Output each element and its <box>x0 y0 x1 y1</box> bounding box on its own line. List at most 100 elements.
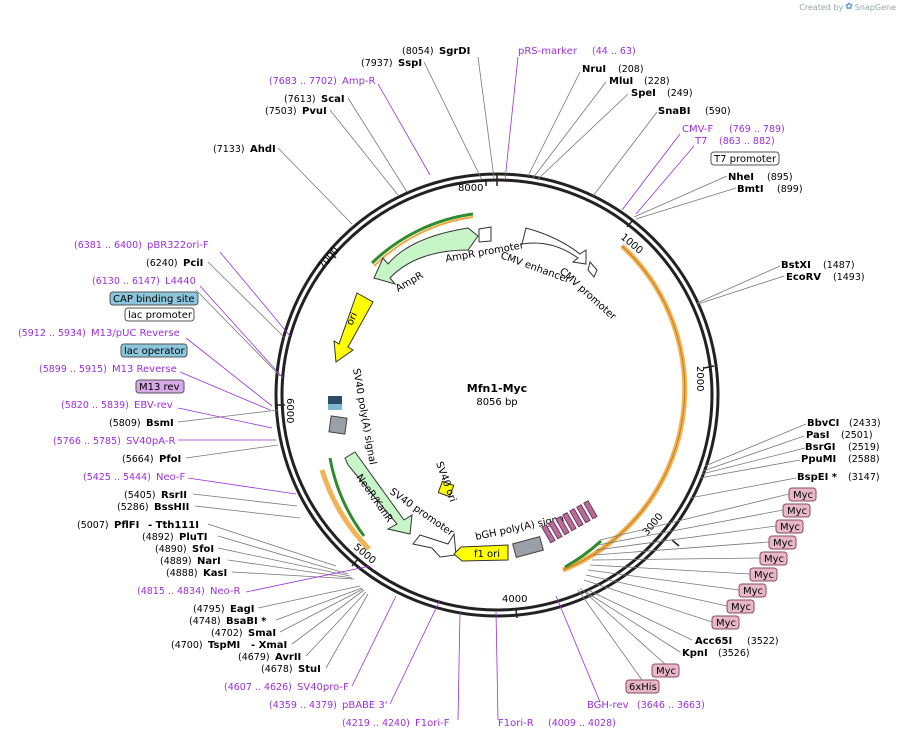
primer-neo-r-range: (4815 .. 4834) <box>137 586 205 597</box>
site-nhei: NheI <box>728 172 754 183</box>
cmv-enhancer-arrow <box>521 227 587 265</box>
myc-leader-lines <box>577 493 790 681</box>
lac-promoter-box: lac promoter <box>124 307 195 322</box>
cap-binding-box: CAP binding site <box>109 291 199 306</box>
primer-sv40pa-r-range: (5766 .. 5785) <box>53 436 121 447</box>
primer-f1ori-f: F1ori-F <box>415 718 450 729</box>
site-pvui: PvuI <box>302 106 327 117</box>
primer-prs-marker-range: (44 .. 63) <box>592 46 636 57</box>
site-pflfi-pos: (5007) <box>77 520 109 531</box>
ampr-arrow <box>373 227 479 285</box>
site-ecorv: EcoRV <box>786 272 821 283</box>
ampr-promoter-arrow <box>478 226 492 243</box>
site-smai-pos: (4702) <box>211 628 243 639</box>
myc-box-1: Myc <box>782 503 811 518</box>
site-stui: StuI <box>298 664 321 675</box>
site-scai-pos: (7613) <box>284 94 316 105</box>
primer-m13puc-range: (5912 .. 5934) <box>18 328 86 339</box>
site-kpni-pos: (3526) <box>718 648 750 659</box>
f1ori-label: f1 ori <box>474 549 500 560</box>
svg-text:T7 promoter: T7 promoter <box>713 154 777 165</box>
site-nhei-pos: (895) <box>767 172 793 183</box>
primer-t7-range: (863 .. 882) <box>719 136 775 147</box>
myc-box-2: Myc <box>775 519 804 534</box>
sv40-ori-label: SV40 ori <box>433 460 458 503</box>
plasmid-name: Mfn1-Myc <box>467 382 527 395</box>
site-mlui-pos: (228) <box>644 76 670 87</box>
ori-arrow <box>333 292 374 363</box>
sv40-polya-label: SV40 poly(A) signal <box>350 368 378 466</box>
site-nari-pos: (4889) <box>160 556 192 567</box>
primer-amp-r: Amp-R <box>342 76 376 87</box>
site-snabi: SnaBI <box>658 106 690 117</box>
site-bsmi-pos: (5809) <box>109 418 141 429</box>
tick-2000: 2000 <box>694 366 705 391</box>
site-pluti-pos: (4892) <box>142 532 174 543</box>
snapgene-credit: Created by ✿ SnapGene <box>799 2 896 12</box>
bgh-polya-block <box>512 536 544 558</box>
site-snabi-pos: (590) <box>705 106 731 117</box>
lac-operator-block <box>328 396 342 404</box>
svg-text:Myc: Myc <box>787 506 807 517</box>
primer-bgh-rev-range: (3646 .. 3663) <box>637 700 705 711</box>
site-pflfi: PflFI <box>114 520 139 531</box>
orf-arc-left <box>319 469 371 551</box>
tick-4000: 4000 <box>502 594 527 605</box>
site-tth111i: - Tth111I <box>148 520 199 531</box>
ori-label: ori <box>345 311 360 327</box>
primer-cmv-f-range: (769 .. 789) <box>729 124 785 135</box>
created-by-text: Created by <box>799 2 844 12</box>
primer-sv40pro-f: SV40pro-F <box>297 682 349 693</box>
snapgene-logo-icon: ✿ <box>845 2 853 12</box>
site-acc65i: Acc65I <box>695 636 732 647</box>
site-bsmi: BsmI <box>146 418 174 429</box>
site-stui-pos: (4678) <box>261 664 293 675</box>
primer-m13-reverse: M13 Reverse <box>112 364 177 375</box>
site-bsshii: BssHII <box>154 502 189 513</box>
t7-promoter-box: T7 promoter <box>710 151 780 166</box>
tick-8000: 8000 <box>458 183 483 194</box>
site-sspi-pos: (7937) <box>361 58 393 69</box>
f1ori-arrow <box>453 544 509 562</box>
primer-ebv-rev-range: (5820 .. 5839) <box>61 400 129 411</box>
site-bmti-pos: (899) <box>777 184 803 195</box>
site-pvui-pos: (7503) <box>265 106 297 117</box>
site-kasi: KasI <box>203 568 227 579</box>
site-bspei: BspEI * <box>797 472 838 483</box>
orf-arc-right-green <box>564 539 603 569</box>
svg-text:Myc: Myc <box>780 522 800 533</box>
site-pluti: PluTI <box>179 532 207 543</box>
m13-rev-box: M13 rev <box>135 379 185 394</box>
site-pcii: PciI <box>183 258 203 269</box>
sixhis-box: 6xHis <box>625 679 660 694</box>
svg-text:Myc: Myc <box>793 490 813 501</box>
site-sgrdi-pos: (8054) <box>402 46 434 57</box>
site-pasi: PasI <box>806 430 829 441</box>
site-scai: ScaI <box>321 94 345 105</box>
svg-text:lac operator: lac operator <box>124 346 185 357</box>
site-kasi-pos: (4888) <box>166 568 198 579</box>
site-bstxi-pos: (1487) <box>823 260 855 271</box>
site-ecorv-pos: (1493) <box>833 272 865 283</box>
site-nrui-pos: (208) <box>618 64 644 75</box>
primer-m13puc: M13/pUC Reverse <box>91 328 180 339</box>
myc-box-6: Myc <box>738 583 767 598</box>
primer-neo-r: Neo-R <box>210 586 241 597</box>
svg-text:Myc: Myc <box>656 666 676 677</box>
site-mlui: MluI <box>609 76 633 87</box>
site-pfoi: PfoI <box>159 454 181 465</box>
primer-pbr322ori-f: pBR322ori-F <box>147 240 209 251</box>
site-smai: SmaI <box>248 628 276 639</box>
site-bsrgi-pos: (2519) <box>848 442 880 453</box>
svg-text:Myc: Myc <box>764 554 784 565</box>
site-avrii: AvrII <box>275 652 301 663</box>
tick-marks <box>277 174 715 619</box>
myc-box-3: Myc <box>768 535 797 550</box>
primer-neo-f-range: (5425 .. 5444) <box>83 472 151 483</box>
svg-text:Myc: Myc <box>731 602 751 613</box>
site-sfoi-pos: (4890) <box>155 544 187 555</box>
ampr-label: AmpR <box>394 270 425 294</box>
site-sspi: SspI <box>398 58 422 69</box>
tick-7000: 7000 <box>317 245 342 272</box>
site-bsshii-pos: (5286) <box>117 502 149 513</box>
